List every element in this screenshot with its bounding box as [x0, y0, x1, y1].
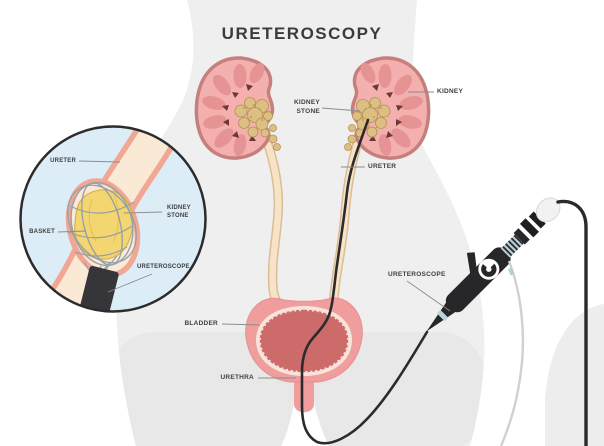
- inset-ureteroscope-tip: [72, 265, 119, 312]
- inset-ureteroscope-label-line: [107, 273, 153, 293]
- inset-kidney-stone-label-line: [123, 211, 163, 214]
- inset-ureteroscope-label: URETEROSCOPE: [137, 264, 190, 270]
- urethra-tube: [294, 376, 314, 413]
- inset-basket-label: BASKET: [29, 229, 55, 235]
- kidney-stone-label-line: [321, 107, 361, 112]
- diagram-title: URETEROSCOPY: [221, 24, 383, 43]
- light-cable: [499, 260, 525, 446]
- inset-ureter-label-line: [78, 160, 121, 163]
- thigh-silhouette: [545, 304, 604, 446]
- urethra-label: URETHRA: [220, 374, 254, 381]
- ureteroscope-handle: [426, 197, 561, 332]
- kidney-stone-label: KIDNEY STONE: [293, 99, 320, 115]
- ureter-label: URETER: [368, 163, 397, 170]
- scope-insertion-tube: [300, 118, 429, 445]
- bladder-interior: [259, 309, 349, 373]
- ureteroscope-label: URETEROSCOPE: [388, 271, 446, 278]
- bladder-label: BLADDER: [184, 320, 218, 327]
- bladder-label-line: [221, 323, 261, 326]
- video-cable: [556, 199, 588, 446]
- inset-circle: [19, 125, 207, 313]
- inset-basket: [67, 181, 137, 274]
- inset-kidney-stone-label: KIDNEY STONE: [167, 205, 191, 219]
- kidney-label: KIDNEY: [437, 88, 464, 95]
- inset-ureter-label: URETER: [50, 158, 76, 164]
- urethral-opening-highlight: [281, 386, 329, 446]
- ureteroscope-label-line: [406, 280, 451, 312]
- inset-basket-label-line: [57, 230, 87, 233]
